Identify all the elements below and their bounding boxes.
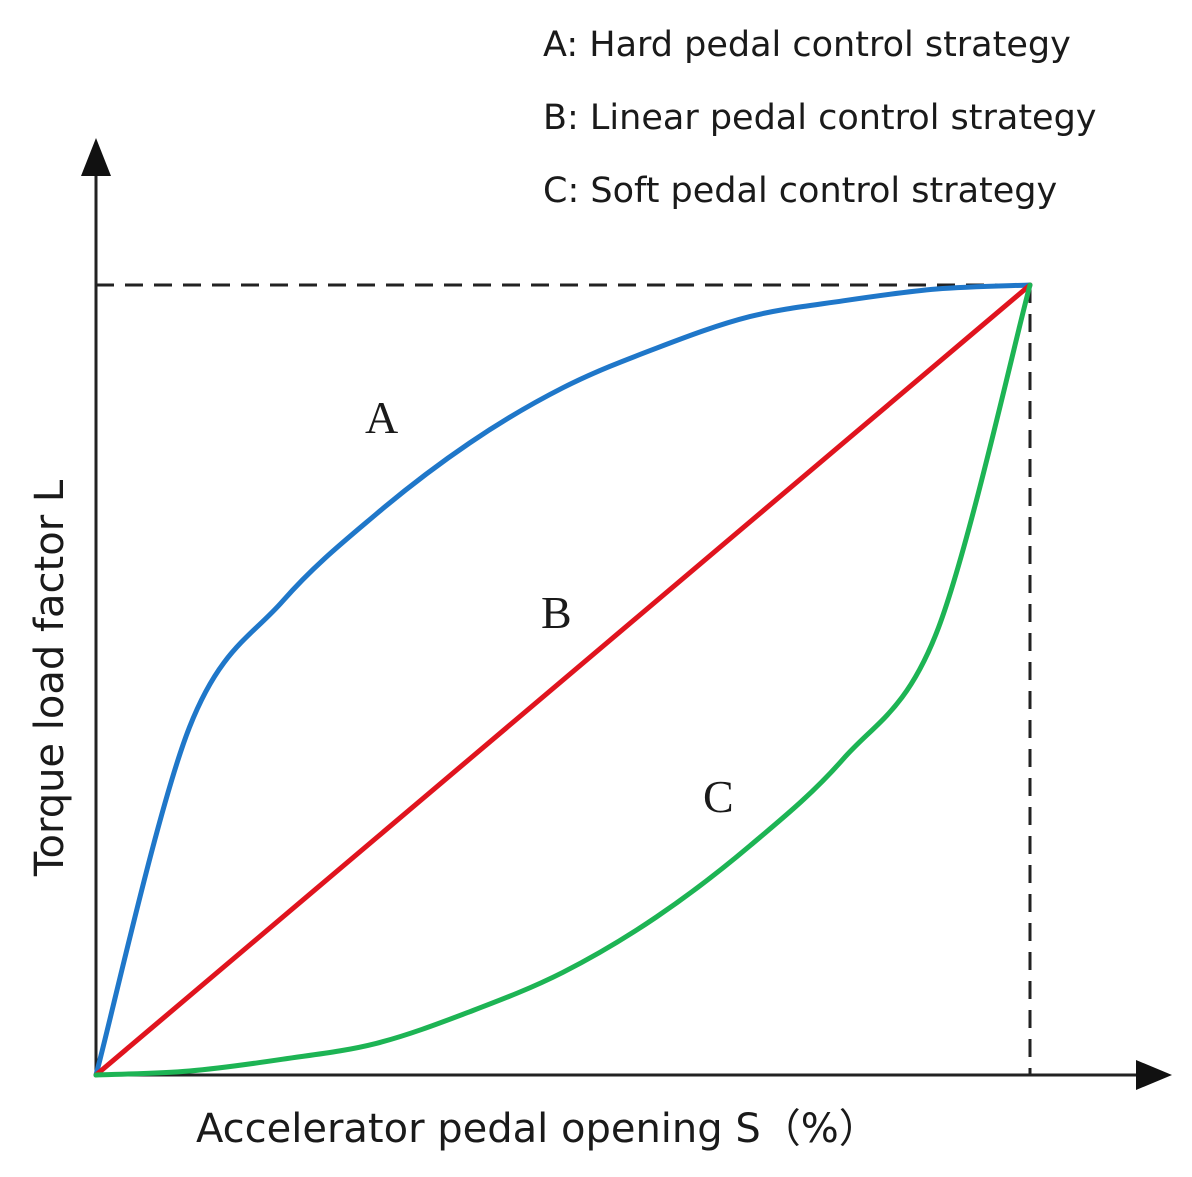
y-axis-arrow: [81, 138, 111, 176]
legend-entry-b: B: Linear pedal control strategy: [543, 98, 1097, 138]
legend-entry-a: A: Hard pedal control strategy: [543, 25, 1071, 65]
legend-entry-c: C: Soft pedal control strategy: [543, 171, 1057, 211]
series-layer: [93, 282, 1033, 1078]
series-label-a: A: [365, 392, 398, 443]
series-line-a: [93, 282, 1033, 1078]
series-label-c: C: [703, 771, 734, 822]
axes: [81, 138, 1172, 1090]
x-axis-arrow: [1136, 1060, 1172, 1090]
curve-labels: A B C: [365, 392, 734, 822]
series-line-b: [93, 282, 1033, 1078]
y-axis-title: Torque load factor L: [27, 479, 73, 877]
series-line-c: [93, 282, 1033, 1078]
x-axis-title: Accelerator pedal opening S（%）: [196, 1106, 879, 1152]
legend: A: Hard pedal control strategy B: Linear…: [543, 25, 1097, 211]
series-label-b: B: [541, 587, 572, 638]
